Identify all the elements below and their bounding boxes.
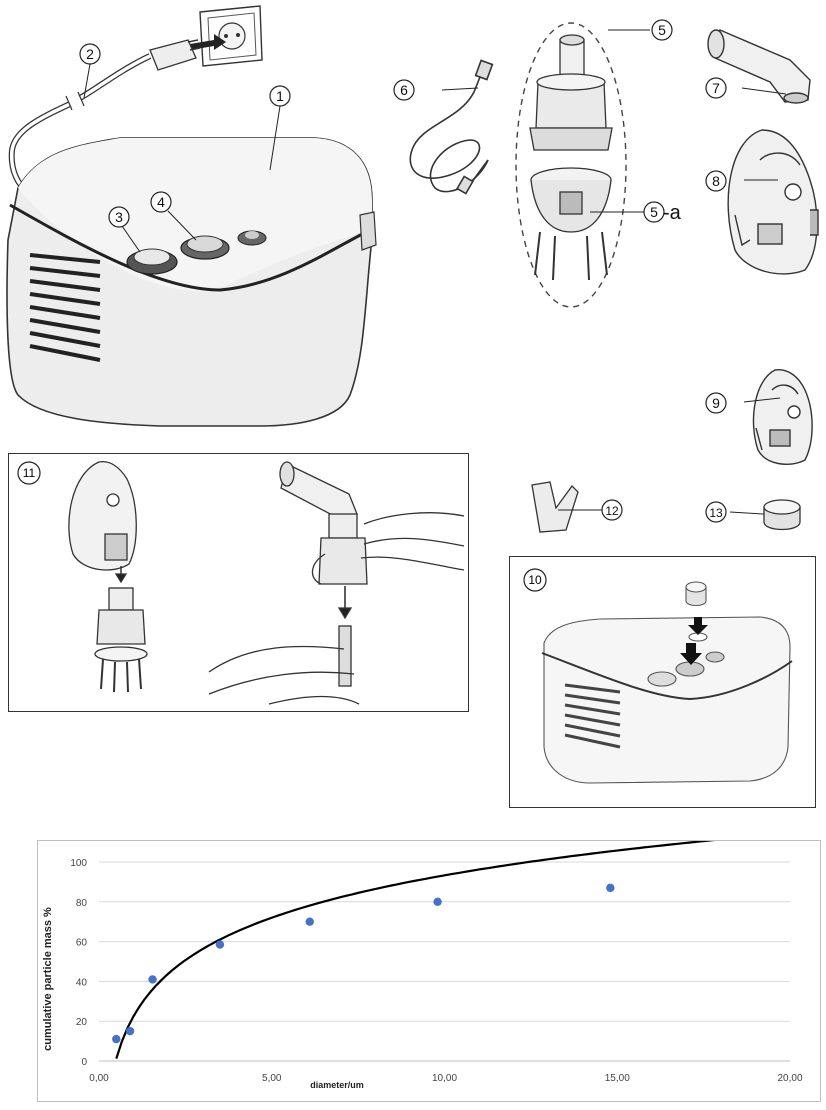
data-point [606,883,615,893]
y-tick-label: 60 [76,938,88,949]
particle-size-chart: 0 20 40 60 80 100 0,00 5,00 10,00 15,00 20,00 diam… [37,831,821,1102]
data-point [148,975,157,984]
y-tick-label: 20 [76,1017,88,1028]
y-tick-label: 80 [76,898,88,909]
assembly-illustration: 11 [17,460,465,705]
x-tick-label: 20,00 [777,1073,802,1084]
wall-socket [199,5,263,67]
callout-labels: 1 2 3 4 5 5 -a 6 7 8 9 12 13 [79,19,727,523]
callout-1-number: 1 [276,88,284,104]
plug-in-arrow-icon [190,34,226,50]
callout-11-number: 11 [23,466,36,480]
callout-12 [601,499,623,521]
x-axis-label: diameter/um [310,1080,364,1090]
callout-3-number: 3 [115,209,123,225]
callout-2-number: 2 [86,46,94,62]
data-point [125,1026,135,1036]
trendline-curve [115,831,791,1059]
y-tick-label: 40 [76,977,88,988]
x-tick-label: 15,00 [605,1073,630,1084]
callout-10 [523,568,547,592]
nebulizer-kit [529,34,613,281]
callout-8 [705,170,727,192]
air-vent-grille [29,253,101,362]
data-point [433,897,442,906]
accessories-illustration [409,22,819,533]
nebulizer-compressor-illustration [6,5,377,427]
callout-13-number: 13 [709,506,723,520]
callout-11 [17,461,41,485]
callout-13 [705,501,727,523]
callout-6 [393,79,415,101]
air-tube [409,59,494,195]
mouthpiece-attach-step [208,461,465,705]
x-tick-label: 0,00 [89,1073,109,1084]
air-filter [763,499,801,531]
callout-10-number: 10 [528,573,542,587]
compressor-unit [6,137,377,427]
x-tick-label: 5,00 [262,1073,282,1084]
callout-2 [79,43,101,65]
chart-tick-labels: 0 20 40 60 80 100 0,00 5,00 10,00 15,00 20,00 [70,858,803,1084]
y-tick-label: 0 [81,1057,87,1068]
nose-piece [531,481,579,533]
data-point [112,1034,121,1044]
x-tick-label: 10,00 [432,1073,457,1084]
callout-4 [150,191,172,213]
callout-3 [108,206,130,228]
chart-gridlines [99,861,790,1062]
compressor-unit-small [541,581,793,784]
callout-9-number: 9 [712,395,720,411]
callout-7-number: 7 [712,80,720,96]
callout-12-number: 12 [605,504,619,518]
adult-mask [727,129,819,275]
chart-plot-area: 0 20 40 60 80 100 0,00 5,00 10,00 15,00 20,00 diam… [42,831,803,1090]
y-axis-label: cumulative particle mass % [42,907,54,1051]
assembly-panel: 11 [8,453,469,712]
callout-1 [269,85,291,107]
mouthpiece [707,29,811,104]
callout-5a [643,201,665,223]
filter-down-arrow-icon [688,617,708,635]
y-tick-label: 100 [70,858,87,869]
filter-insert-arrow-icon [680,643,702,665]
callout-7 [705,77,727,99]
data-point [215,940,225,949]
callout-9 [705,392,727,414]
nebulizer-kit-outline [515,22,627,308]
callout-6-number: 6 [400,82,408,98]
callout-5-number: 5 [658,22,666,38]
child-mask [752,368,813,466]
filter-replacement-illustration: 10 [523,568,793,784]
data-point [305,917,314,926]
callout-4-number: 4 [157,194,165,210]
callout-8-number: 8 [712,173,720,189]
callout-5a-suffix: -a [663,202,682,224]
chart-data-points [112,883,615,1044]
mask-attach-step [68,460,148,693]
callout-5 [651,19,673,41]
filter-replacement-panel: 10 [509,556,816,808]
callout-5a-number: 5 [650,204,658,220]
